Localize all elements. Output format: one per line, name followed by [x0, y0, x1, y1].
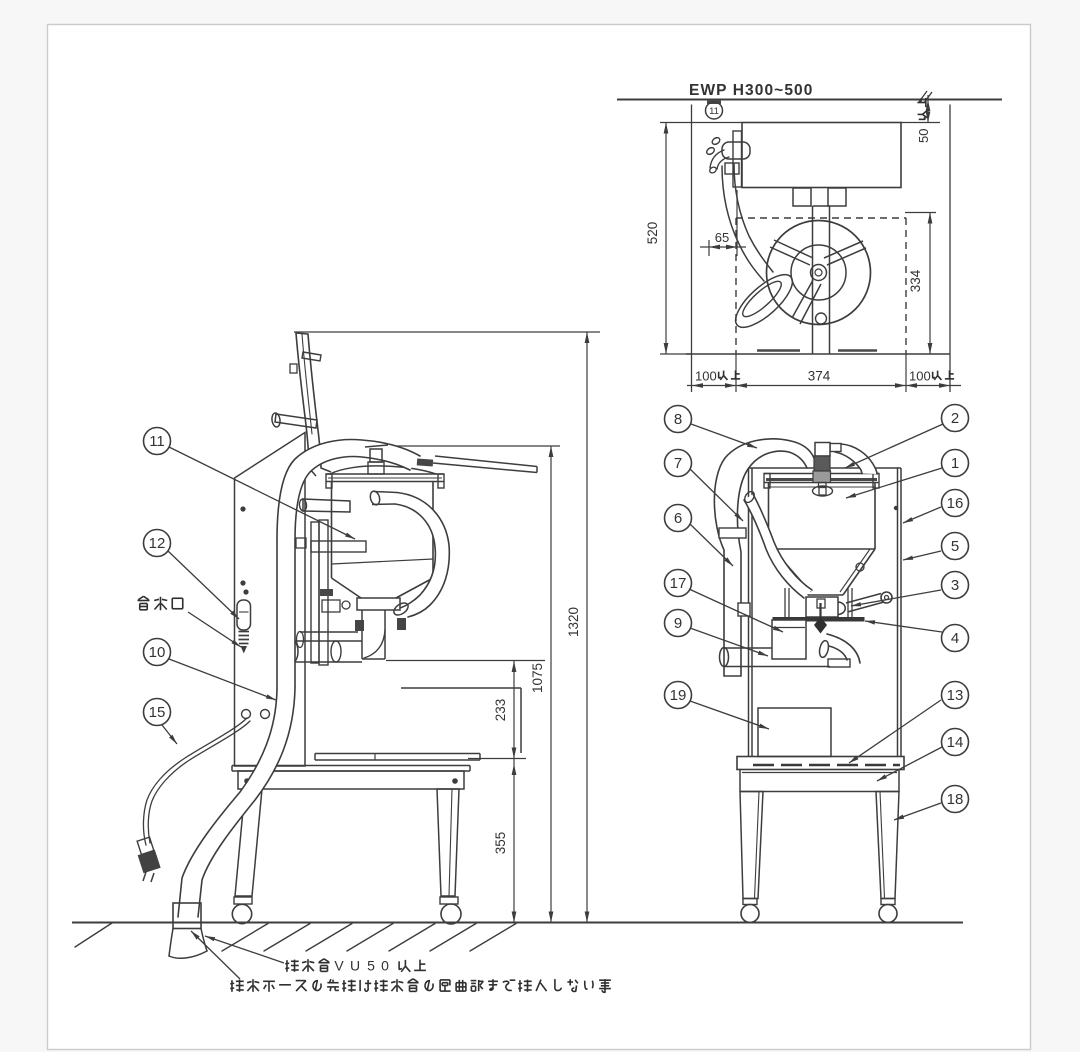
- svg-text:EWP H300~500: EWP H300~500: [689, 82, 814, 99]
- svg-text:18: 18: [947, 791, 964, 808]
- svg-text:1075: 1075: [530, 663, 545, 693]
- svg-text:11: 11: [149, 433, 165, 450]
- svg-text:520: 520: [645, 222, 660, 245]
- svg-text:355: 355: [493, 832, 508, 855]
- svg-text:1320: 1320: [566, 607, 581, 637]
- svg-text:15: 15: [149, 704, 166, 721]
- svg-text:100: 100: [695, 369, 717, 384]
- svg-text:100: 100: [909, 369, 931, 384]
- svg-text:11: 11: [709, 106, 719, 117]
- svg-text:9: 9: [674, 615, 682, 632]
- svg-text:19: 19: [670, 687, 687, 704]
- svg-text:6: 6: [674, 510, 682, 527]
- svg-text:334: 334: [908, 269, 923, 292]
- svg-text:U: U: [350, 958, 360, 974]
- svg-text:5: 5: [367, 958, 375, 974]
- svg-text:374: 374: [808, 369, 831, 384]
- svg-text:2: 2: [951, 410, 959, 427]
- svg-text:8: 8: [674, 411, 682, 428]
- svg-text:233: 233: [493, 699, 508, 722]
- svg-text:3: 3: [951, 577, 959, 594]
- svg-text:V: V: [334, 958, 344, 974]
- svg-text:17: 17: [670, 575, 687, 592]
- svg-text:12: 12: [149, 535, 166, 552]
- svg-text:13: 13: [947, 687, 964, 704]
- svg-text:1: 1: [951, 455, 959, 472]
- svg-text:14: 14: [947, 734, 964, 751]
- svg-text:10: 10: [149, 644, 166, 661]
- svg-text:7: 7: [674, 455, 682, 472]
- svg-text:16: 16: [947, 495, 964, 512]
- svg-text:4: 4: [951, 630, 959, 647]
- svg-text:0: 0: [381, 958, 389, 974]
- svg-text:5: 5: [951, 538, 959, 555]
- svg-text:50: 50: [916, 129, 931, 143]
- svg-text:65: 65: [715, 230, 729, 245]
